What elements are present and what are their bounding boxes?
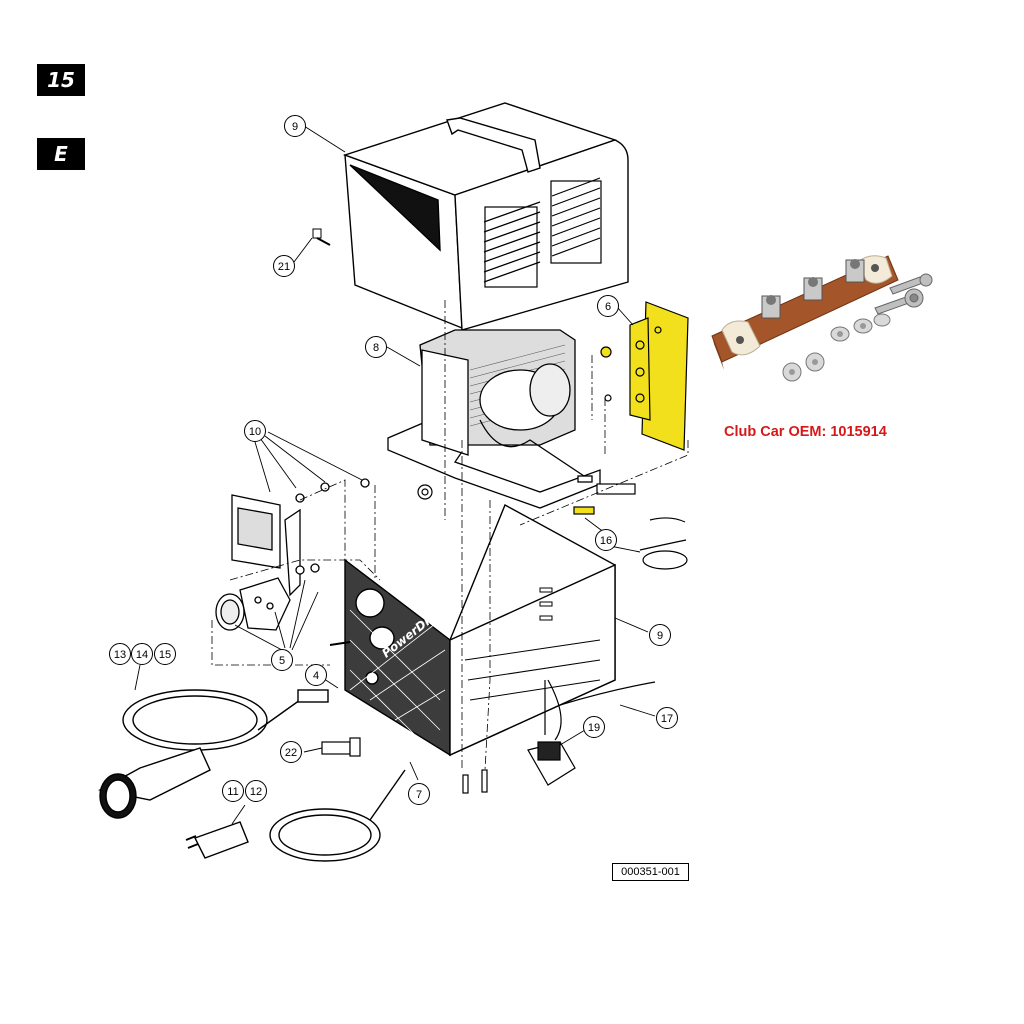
callout-circle bbox=[271, 649, 293, 671]
callout-number: 5 bbox=[279, 655, 285, 667]
callout-circle bbox=[245, 780, 267, 802]
callout-number: 21 bbox=[278, 261, 290, 273]
callout-circle bbox=[583, 716, 605, 738]
callout-6: 6 bbox=[597, 295, 619, 317]
callout-group: 9 21 8 6 10 16 9 5 13 14 15 4 17 19 22 7 11 12 bbox=[109, 115, 678, 805]
fuse-holder-assembly bbox=[215, 577, 291, 631]
callout-circle bbox=[408, 783, 430, 805]
callout-circle bbox=[154, 643, 176, 665]
callout-circle bbox=[305, 664, 327, 686]
section-letter-tab: E bbox=[37, 138, 85, 170]
callout-15: 15 bbox=[154, 643, 176, 665]
callout-circle bbox=[280, 741, 302, 763]
callout-19: 19 bbox=[583, 716, 605, 738]
dc-output-cord bbox=[97, 689, 329, 819]
callout-number: 19 bbox=[588, 722, 600, 734]
callout-17: 17 bbox=[656, 707, 678, 729]
callout-circle bbox=[109, 643, 131, 665]
callout-circle bbox=[222, 780, 244, 802]
callout-circle bbox=[649, 624, 671, 646]
callout-22: 22 bbox=[280, 741, 302, 763]
callout-number: 14 bbox=[136, 649, 148, 661]
callout-number: 9 bbox=[292, 121, 298, 133]
callout-number: 17 bbox=[661, 713, 673, 725]
ammeter-assembly bbox=[231, 478, 370, 597]
callout-12: 12 bbox=[245, 780, 267, 802]
charger-cover bbox=[342, 102, 629, 331]
callout-number: 4 bbox=[313, 670, 319, 682]
callout-number: 6 bbox=[605, 301, 611, 313]
callout-number: 8 bbox=[373, 342, 379, 354]
fuse-22 bbox=[321, 737, 361, 757]
callout-16: 16 bbox=[595, 529, 617, 551]
callout-number: 13 bbox=[114, 649, 126, 661]
callout-7: 7 bbox=[408, 783, 430, 805]
callout-circle bbox=[131, 643, 153, 665]
callout-number: 7 bbox=[416, 789, 422, 801]
callout-circle bbox=[244, 420, 266, 442]
callout-11: 11 bbox=[222, 780, 244, 802]
callout-number: 22 bbox=[285, 747, 297, 759]
figure-id-box: 000351-001 bbox=[612, 863, 689, 881]
terminal-board-photo bbox=[711, 255, 933, 382]
charger-base: PowerDrive bbox=[344, 504, 616, 757]
terminal-board-highlighted bbox=[600, 301, 689, 451]
callout-circle bbox=[595, 529, 617, 551]
callout-circle bbox=[597, 295, 619, 317]
page-number: 15 bbox=[47, 68, 75, 92]
callout-number: 15 bbox=[159, 649, 171, 661]
callout-leaders bbox=[134, 125, 656, 825]
callout-circle bbox=[284, 115, 306, 137]
callout-9b: 9 bbox=[649, 624, 671, 646]
callout-number: 11 bbox=[227, 786, 238, 798]
callout-8: 8 bbox=[365, 336, 387, 358]
callout-circle bbox=[656, 707, 678, 729]
callout-circle bbox=[365, 336, 387, 358]
cover-screw bbox=[312, 228, 331, 246]
section-letter: E bbox=[54, 142, 68, 166]
callout-number: 16 bbox=[600, 535, 612, 547]
small-hardware bbox=[329, 483, 688, 794]
callout-number: 12 bbox=[250, 786, 262, 798]
page-number-tab: 15 bbox=[37, 64, 85, 96]
callout-14: 14 bbox=[131, 643, 153, 665]
callout-9a: 9 bbox=[284, 115, 306, 137]
figure-id: 000351-001 bbox=[621, 866, 680, 878]
callout-10: 10 bbox=[244, 420, 266, 442]
oem-part-number-label: Club Car OEM: 1015914 bbox=[724, 424, 887, 440]
relay-19 bbox=[527, 679, 576, 786]
callout-4: 4 bbox=[305, 664, 327, 686]
callout-number: 9 bbox=[657, 630, 663, 642]
callout-5: 5 bbox=[271, 649, 293, 671]
callout-circle bbox=[273, 255, 295, 277]
callout-21: 21 bbox=[273, 255, 295, 277]
wire-17 bbox=[559, 681, 656, 706]
callout-number: 10 bbox=[249, 426, 261, 438]
transformer bbox=[387, 329, 601, 509]
ac-power-cord bbox=[185, 769, 406, 862]
callout-13: 13 bbox=[109, 643, 131, 665]
